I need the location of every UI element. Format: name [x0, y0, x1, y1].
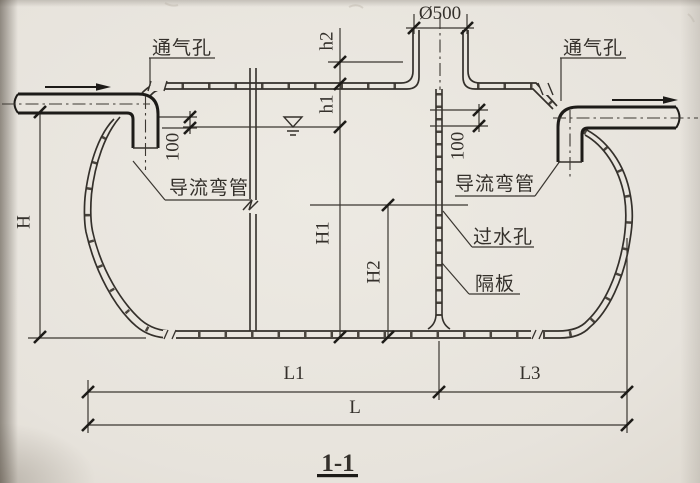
shell-outer-top-right: [467, 30, 558, 107]
dim-manhole-dia: Ø500: [419, 3, 461, 24]
leader-lines: [132, 57, 626, 295]
dim-100-left: 100: [163, 133, 184, 162]
flow-arrow-outlet: [612, 96, 678, 104]
label-vent-right: 通气孔: [563, 37, 623, 59]
inlet-pipe: [13, 92, 160, 149]
dim-h2: h2: [317, 32, 338, 51]
dim-L: L: [349, 397, 361, 418]
label-baffle: 隔板: [475, 273, 515, 295]
dim-H2: H2: [364, 260, 385, 283]
dim-h1: h1: [317, 95, 338, 114]
partition-left-line: [427, 89, 437, 330]
water-level-symbol: [282, 116, 304, 136]
inner-standpipe: [242, 68, 259, 331]
flow-arrow-inlet: [45, 83, 111, 91]
vent-opening-right: [537, 82, 554, 96]
shell-inner-top-left: [147, 30, 420, 100]
shell-inner-top-right: [462, 30, 554, 110]
label-flow-guide-right: 导流弯管: [455, 173, 535, 195]
dim-H1: H1: [313, 221, 334, 244]
scan-artifacts: [164, 2, 695, 23]
partition-right-line: [441, 89, 451, 330]
dim-H: H: [14, 215, 35, 229]
centerlines: [2, 16, 698, 180]
section-title-underline: [317, 474, 358, 478]
text-layer: Ø500 h2 h1 H1 H2 H 100 100 L1 L3 L 通气孔 通…: [14, 3, 623, 478]
dim-100-right: 100: [448, 132, 469, 161]
label-vent-left: 通气孔: [152, 37, 212, 59]
break-symbol: [242, 199, 259, 211]
partition-wall: [427, 89, 451, 330]
bottom-seam-marks: [163, 329, 544, 340]
dim-L3: L3: [519, 363, 540, 384]
section-title: 1-1: [321, 450, 354, 477]
dimension-ticks: [33, 21, 634, 432]
vent-opening-left: [147, 80, 168, 92]
label-water-pass-hole: 过水孔: [473, 226, 533, 248]
dim-L1: L1: [283, 363, 304, 384]
tank-shell: [83, 30, 634, 340]
label-flow-guide-left: 导流弯管: [169, 177, 249, 199]
